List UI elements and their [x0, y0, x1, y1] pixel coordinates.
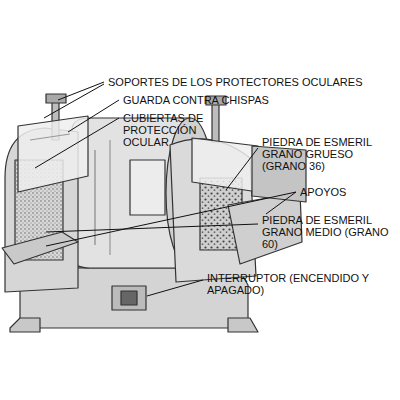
part-label: GUARDA CONTRA CHISPAS: [123, 94, 269, 106]
part-label: SOPORTES DE LOS PROTECTORES OCULARES: [108, 76, 363, 88]
part-label: CUBIERTAS DE PROTECCIÓN OCULAR: [123, 112, 221, 148]
leader-lines: [35, 82, 296, 296]
part-label: PIEDRA DE ESMERIL GRANO MEDIO (GRANO 60): [262, 214, 394, 250]
part-label: INTERRUPTOR (ENCENDIDO Y APAGADO): [207, 272, 393, 296]
part-label: APOYOS: [300, 186, 346, 198]
part-label: PIEDRA DE ESMERIL GRANO GRUESO (GRANO 36…: [262, 136, 394, 172]
